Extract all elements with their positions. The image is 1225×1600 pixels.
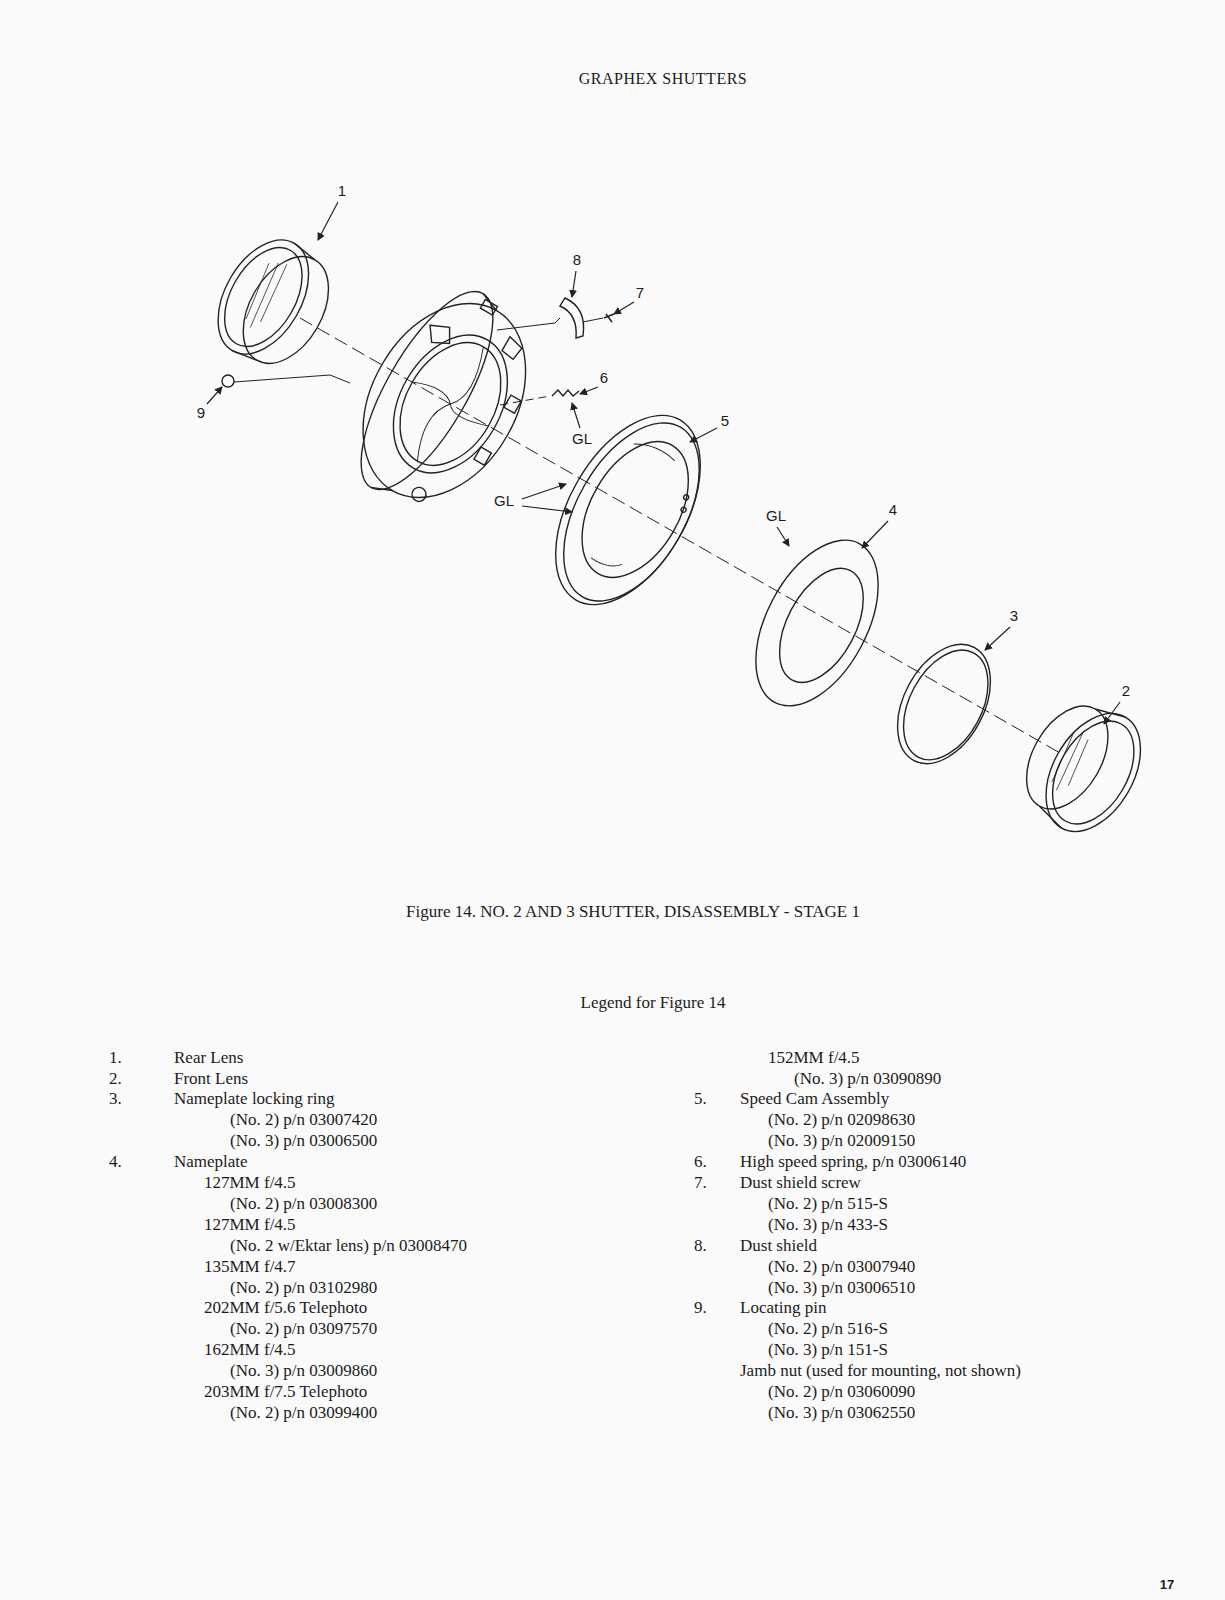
legend-heading: Legend for Figure 14 [581, 994, 726, 1013]
legend-text: High speed spring, p/n 03006140 [740, 1153, 966, 1172]
callout-number: GL [571, 431, 593, 448]
legend-text: 4. [109, 1153, 122, 1172]
legend-text: 135MM f/4.7 [204, 1258, 296, 1277]
legend-text: (No. 3) p/n 03009860 [230, 1362, 377, 1381]
legend-text: 202MM f/5.6 Telephoto [204, 1299, 367, 1318]
legend-text: (No. 3) p/n 03062550 [768, 1404, 915, 1423]
callout-number: 9 [196, 405, 206, 422]
legend-text: Locating pin [740, 1299, 826, 1318]
legend-text: Nameplate [174, 1153, 248, 1172]
legend-text: (No. 3) p/n 03090890 [794, 1070, 941, 1089]
callout-number: 6 [599, 370, 609, 387]
legend-text: Dust shield screw [740, 1174, 861, 1193]
legend-text: 1. [109, 1049, 122, 1068]
legend-text: Speed Cam Assembly [740, 1090, 889, 1109]
legend-text: (No. 2) p/n 516-S [768, 1320, 888, 1339]
legend-text: (No. 2 w/Ektar lens) p/n 03008470 [230, 1237, 467, 1256]
legend-text: (No. 2) p/n 03008300 [230, 1195, 377, 1214]
legend-text: Nameplate locking ring [174, 1090, 335, 1109]
legend-text: Jamb nut (used for mounting, not shown) [740, 1362, 1021, 1381]
legend-text: (No. 2) p/n 515-S [768, 1195, 888, 1214]
callout-number: 1 [337, 183, 347, 200]
callout-number: 7 [635, 285, 645, 302]
callout-number: 3 [1009, 608, 1019, 625]
callout-number: 5 [720, 413, 730, 430]
legend-text: 7. [694, 1174, 707, 1193]
callout-number: 8 [572, 252, 582, 269]
legend-text: 203MM f/7.5 Telephoto [204, 1383, 367, 1402]
legend-text: 5. [694, 1090, 707, 1109]
legend-text: 127MM f/4.5 [204, 1216, 296, 1235]
legend-text: (No. 3) p/n 03006500 [230, 1132, 377, 1151]
legend-text: (No. 2) p/n 03099400 [230, 1404, 377, 1423]
legend-text: 9. [694, 1299, 707, 1318]
legend-text: 152MM f/4.5 [768, 1049, 860, 1068]
figure-caption: Figure 14. NO. 2 AND 3 SHUTTER, DISASSEM… [406, 903, 860, 922]
legend-text: (No. 2) p/n 03102980 [230, 1279, 377, 1298]
legend-text: (No. 2) p/n 03007420 [230, 1111, 377, 1130]
page-header: GRAPHEX SHUTTERS [579, 70, 747, 88]
legend-text: Rear Lens [174, 1049, 243, 1068]
legend-text: 6. [694, 1153, 707, 1172]
legend-text: 162MM f/4.5 [204, 1341, 296, 1360]
legend-text: (No. 2) p/n 02098630 [768, 1111, 915, 1130]
callout-number: 4 [888, 502, 898, 519]
legend-text: (No. 3) p/n 433-S [768, 1216, 888, 1235]
legend-text: (No. 2) p/n 03097570 [230, 1320, 377, 1339]
legend-text: 127MM f/4.5 [204, 1174, 296, 1193]
page-number: 17 [1160, 1578, 1174, 1592]
legend-text: (No. 3) p/n 151-S [768, 1341, 888, 1360]
legend-text: 3. [109, 1090, 122, 1109]
legend-text: Dust shield [740, 1237, 817, 1256]
callout-number: 2 [1121, 683, 1131, 700]
legend-text: 2. [109, 1070, 122, 1089]
callout-number: GL [493, 493, 515, 510]
legend-text: Front Lens [174, 1070, 248, 1089]
legend-text: (No. 2) p/n 03060090 [768, 1383, 915, 1402]
legend-text: 8. [694, 1237, 707, 1256]
legend-text: (No. 3) p/n 03006510 [768, 1279, 915, 1298]
legend-text: (No. 3) p/n 02009150 [768, 1132, 915, 1151]
legend-text: (No. 2) p/n 03007940 [768, 1258, 915, 1277]
callout-number: GL [765, 508, 787, 525]
